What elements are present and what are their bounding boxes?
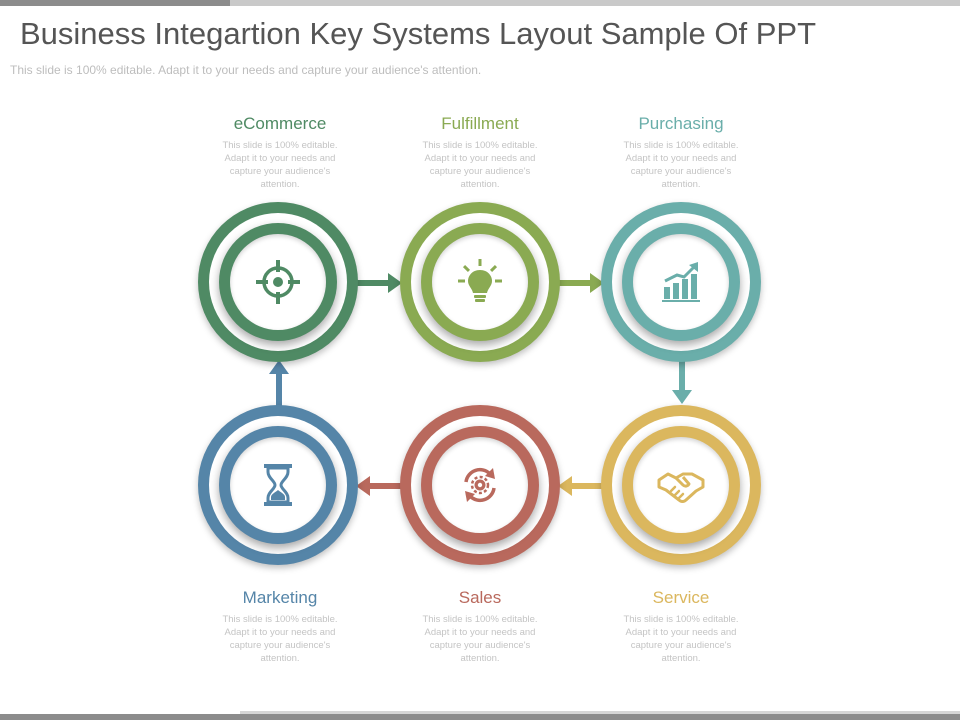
marketing-label: Marketing bbox=[242, 588, 318, 607]
arrow-marketing-to-ecommerce bbox=[269, 360, 289, 406]
ecommerce-ring bbox=[198, 202, 358, 362]
purchasing-ring bbox=[601, 202, 761, 362]
purchasing-label: Purchasing bbox=[638, 114, 724, 133]
sales-ring bbox=[400, 405, 560, 565]
slide-title: Business Integartion Key Systems Layout … bbox=[20, 16, 817, 51]
fulfillment-label: Fulfillment bbox=[441, 114, 519, 133]
service-label: Service bbox=[652, 588, 710, 607]
marketing-description: This slide is 100% editable. Adapt it to… bbox=[222, 614, 338, 664]
ecommerce-description: This slide is 100% editable. Adapt it to… bbox=[222, 140, 338, 190]
handshake-icon bbox=[657, 472, 705, 503]
arrow-service-to-sales bbox=[558, 476, 604, 496]
slide-subtitle: This slide is 100% editable. Adapt it to… bbox=[10, 63, 482, 77]
growth-chart-icon bbox=[662, 262, 700, 302]
arrow-ecommerce-to-fulfillment bbox=[356, 273, 402, 293]
arrow-fulfillment-to-purchasing bbox=[558, 273, 604, 293]
hourglass-icon bbox=[264, 464, 292, 506]
arrow-sales-to-marketing bbox=[356, 476, 402, 496]
fulfillment-description: This slide is 100% editable. Adapt it to… bbox=[422, 140, 538, 190]
marketing-ring bbox=[198, 405, 358, 565]
lightbulb-icon bbox=[458, 259, 502, 302]
fulfillment-ring bbox=[400, 202, 560, 362]
service-ring bbox=[601, 405, 761, 565]
gear-cycle-icon bbox=[464, 467, 496, 503]
bottom-bar bbox=[0, 714, 960, 720]
purchasing-description: This slide is 100% editable. Adapt it to… bbox=[623, 140, 739, 190]
bottom-bar-accent bbox=[240, 711, 960, 714]
sales-description: This slide is 100% editable. Adapt it to… bbox=[422, 614, 538, 664]
target-icon bbox=[256, 260, 300, 304]
ecommerce-label: eCommerce bbox=[233, 114, 327, 133]
top-bar-accent bbox=[0, 0, 230, 6]
sales-label: Sales bbox=[458, 588, 502, 607]
service-description: This slide is 100% editable. Adapt it to… bbox=[623, 614, 739, 664]
arrow-purchasing-to-service bbox=[672, 358, 692, 404]
top-bar bbox=[0, 0, 960, 6]
